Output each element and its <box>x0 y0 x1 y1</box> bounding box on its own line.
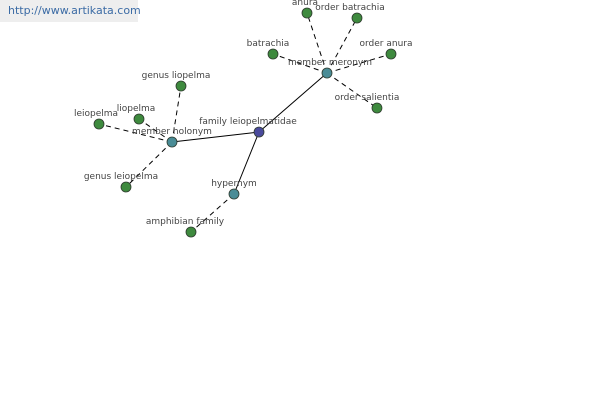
node-label-order-salientia[interactable]: order salientia <box>335 93 400 103</box>
node-liopelma[interactable] <box>133 113 145 125</box>
edge-meronym-to-anura <box>306 12 328 74</box>
node-hypernym[interactable] <box>228 188 240 200</box>
node-label-leiopelma[interactable]: leiopelma <box>74 109 118 119</box>
nodes-layer <box>93 7 397 238</box>
node-anura[interactable] <box>301 7 313 19</box>
node-batrachia[interactable] <box>267 48 279 60</box>
node-label-genus-leiopelma[interactable]: genus leiopelma <box>84 172 158 182</box>
edge-holonym-to-genus-liopelma <box>171 85 182 143</box>
node-label-anura[interactable]: anura <box>292 0 318 8</box>
node-leiopelma[interactable] <box>93 118 105 130</box>
edge-meronym-to-batrachia <box>272 53 328 74</box>
node-label-holonym[interactable]: member holonym <box>132 127 212 137</box>
node-genus-liopelma[interactable] <box>175 80 187 92</box>
edges-layer <box>98 12 392 233</box>
edge-center-to-meronym <box>258 72 328 133</box>
node-label-center[interactable]: family leiopelmatidae <box>199 117 297 127</box>
node-center[interactable] <box>253 126 265 138</box>
node-label-amphibian-family[interactable]: amphibian family <box>146 217 225 227</box>
node-order-batrachia[interactable] <box>351 12 363 24</box>
edge-meronym-to-order-anura <box>326 53 392 74</box>
node-meronym[interactable] <box>321 67 333 79</box>
edge-meronym-to-order-batrachia <box>326 17 358 74</box>
edge-hypernym-to-amphibian-family <box>190 193 235 233</box>
edge-center-to-holonym <box>171 131 260 143</box>
edge-holonym-to-genus-leiopelma <box>125 141 173 188</box>
edge-center-to-hypernym <box>233 131 260 195</box>
node-amphibian-family[interactable] <box>185 226 197 238</box>
node-holonym[interactable] <box>166 136 178 148</box>
node-order-anura[interactable] <box>385 48 397 60</box>
node-genus-leiopelma[interactable] <box>120 181 132 193</box>
edge-holonym-to-leiopelma <box>98 123 173 143</box>
node-label-meronym[interactable]: member meronym <box>288 58 372 68</box>
edge-meronym-to-order-salientia <box>326 72 378 109</box>
node-label-batrachia[interactable]: batrachia <box>247 39 290 49</box>
node-label-hypernym[interactable]: hypernym <box>211 179 257 189</box>
node-order-salientia[interactable] <box>371 102 383 114</box>
node-label-liopelma[interactable]: liopelma <box>117 104 156 114</box>
node-label-genus-liopelma[interactable]: genus liopelma <box>142 71 211 81</box>
node-label-order-batrachia[interactable]: order batrachia <box>315 3 385 13</box>
edge-holonym-to-liopelma <box>138 118 173 143</box>
site-link[interactable]: http://www.artikata.com <box>0 0 141 22</box>
node-label-order-anura[interactable]: order anura <box>360 39 413 49</box>
labels-layer: family leiopelmatidae member meronym membe… <box>74 0 413 227</box>
